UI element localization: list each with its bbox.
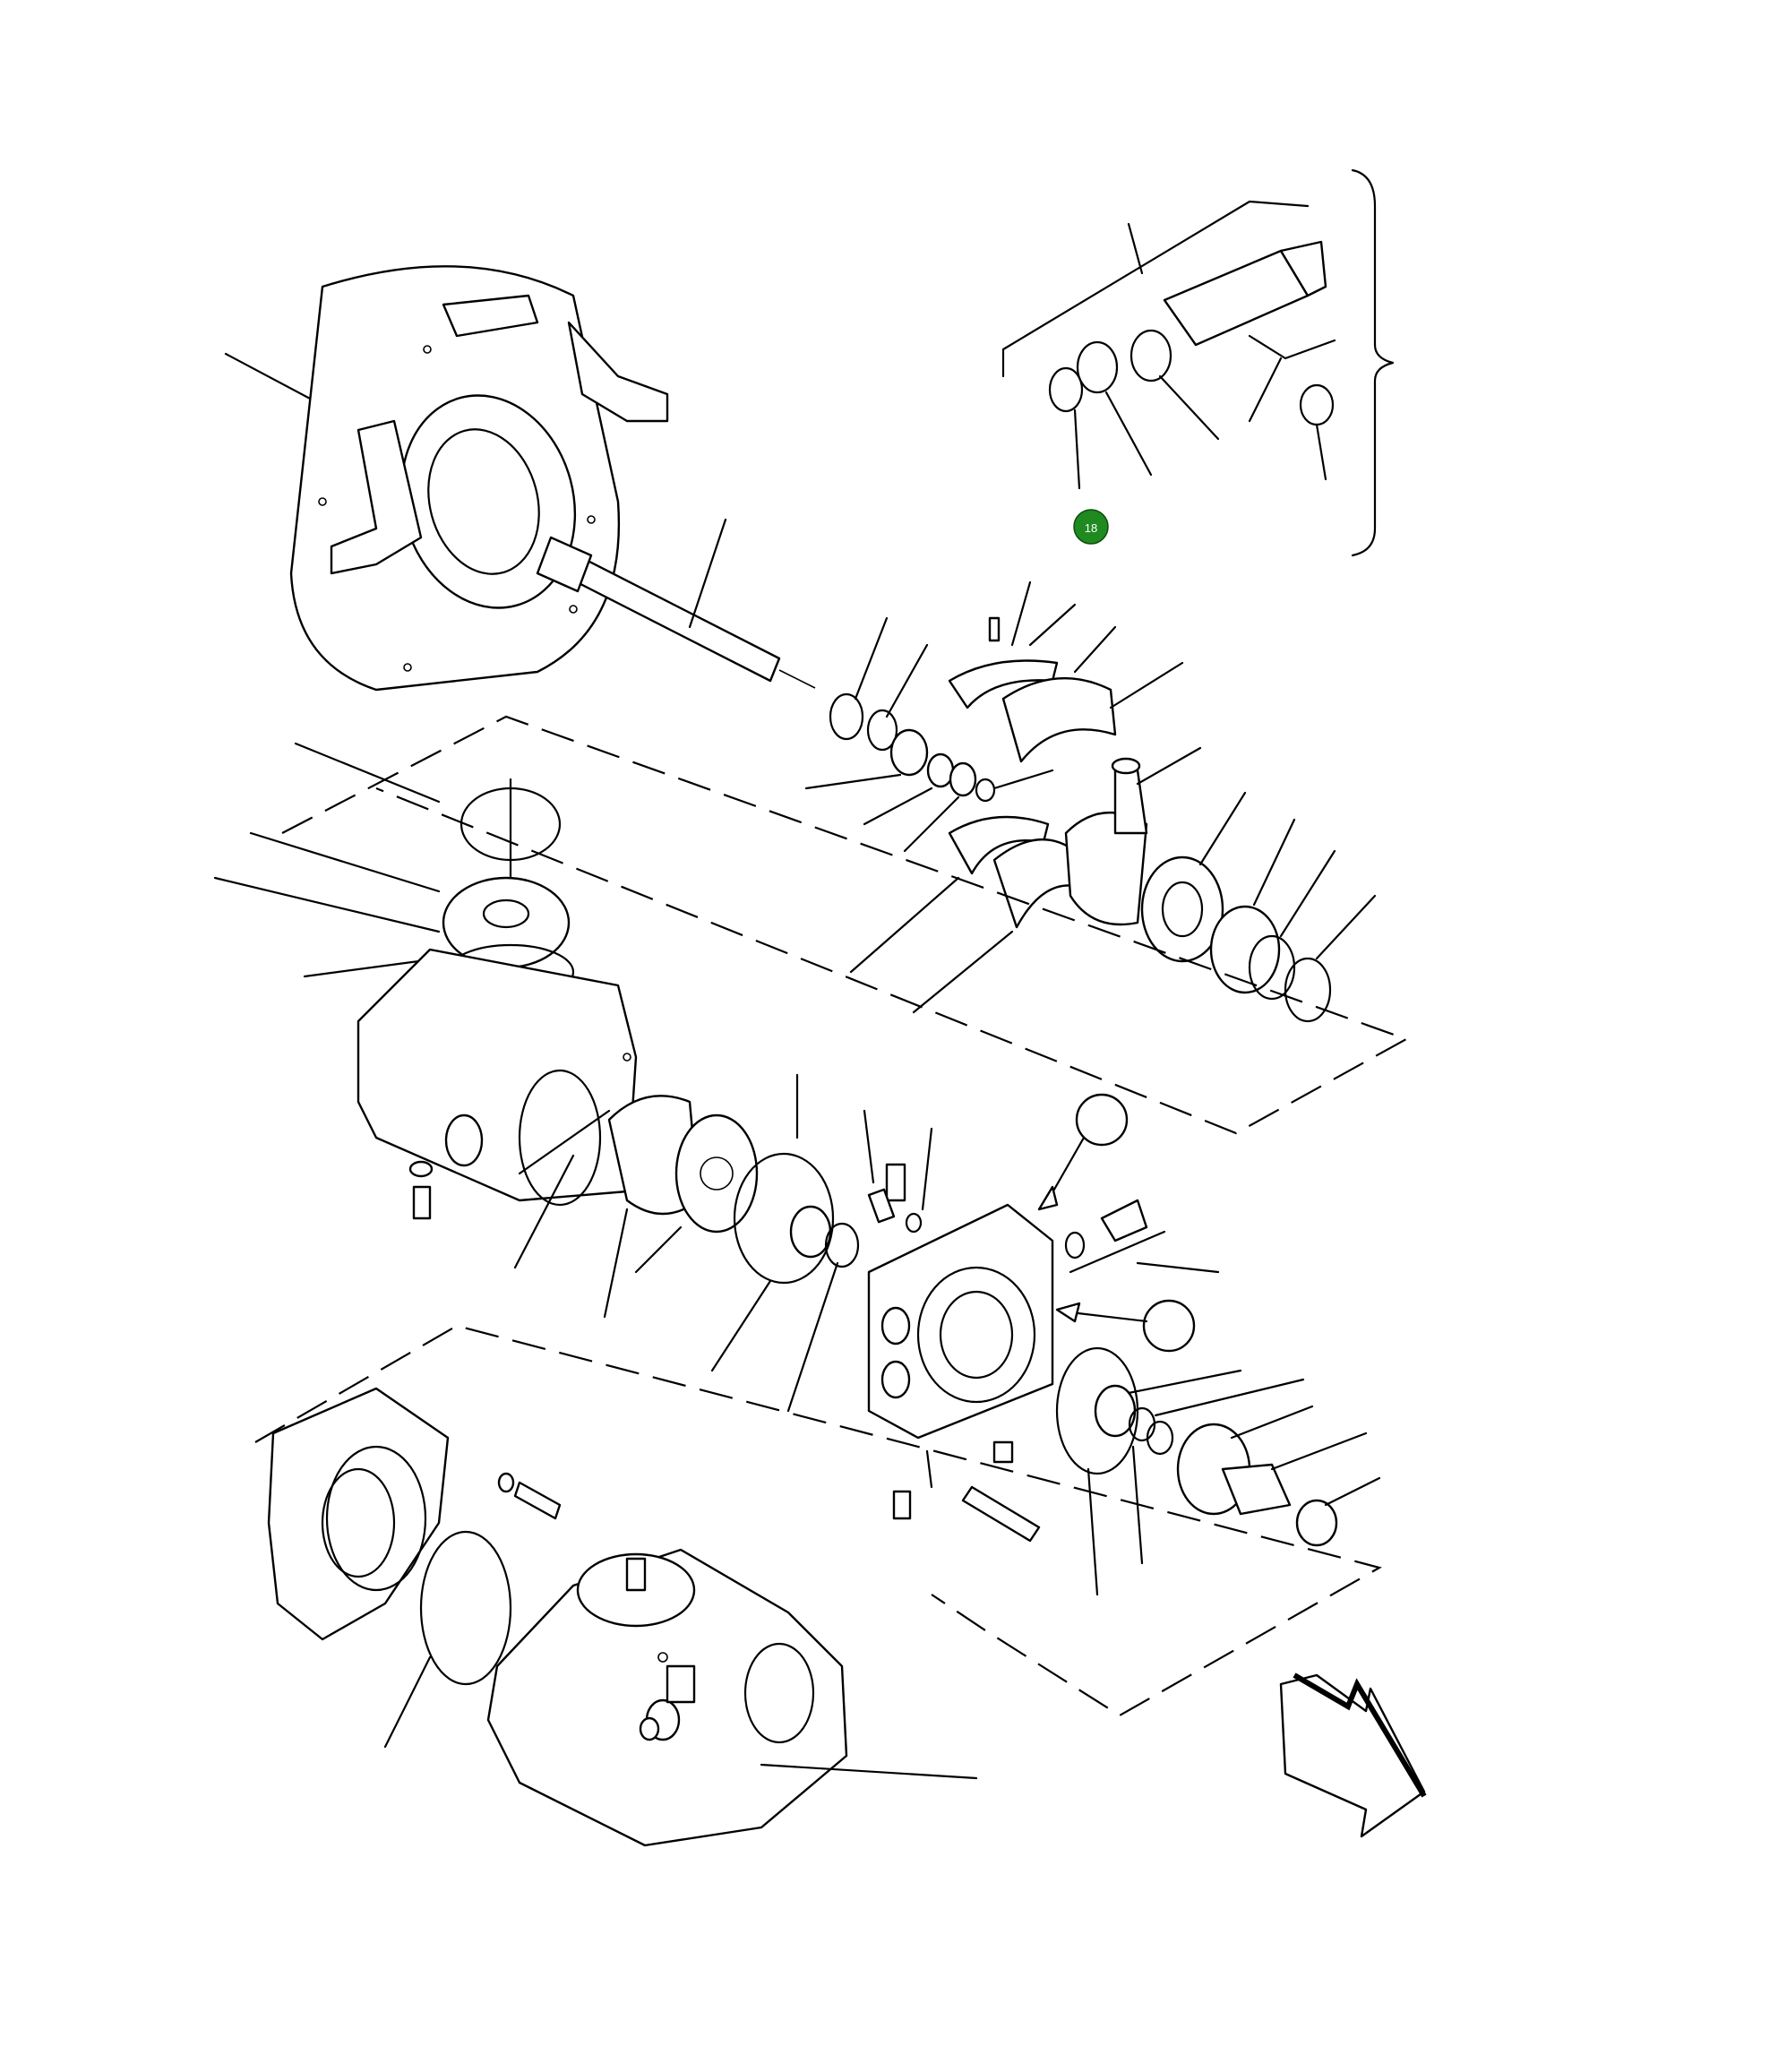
cylinder-block [603,1073,860,1413]
hotspot-18-label: 18 [1085,521,1097,535]
port-block [863,1093,1220,1543]
direction-arrow-icon [1279,1672,1427,1838]
shaft-end-components [1055,1346,1381,1596]
hotspot-18[interactable]: 18 [1073,509,1109,545]
swashplate-assembly [1064,746,1377,1023]
shaft-seals [804,616,1054,853]
flywheel-plate [224,265,669,692]
bearing-shells [849,580,1184,1014]
adapter-plate [267,1387,562,1749]
seal-kit-group [1001,168,1395,557]
drive-shaft [536,518,816,689]
group-box-upper [281,715,1409,1135]
group-box-lower [254,1324,1382,1717]
pump-housing [213,742,638,1269]
pump-body [486,1548,978,1847]
